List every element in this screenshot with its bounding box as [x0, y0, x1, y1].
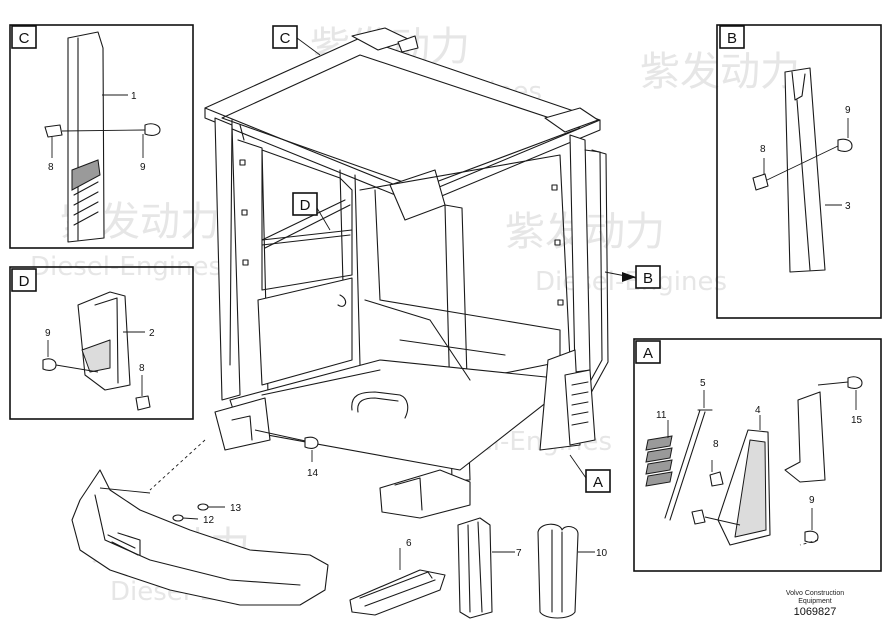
callout-c-box — [272, 25, 298, 49]
main-leaders — [254, 37, 637, 570]
part-number-9-b: 9 — [845, 105, 851, 116]
part-number-9-a: 9 — [809, 495, 815, 506]
part-number-10: 10 — [596, 548, 608, 559]
part-number-8-d: 8 — [139, 363, 145, 374]
part-number-13: 13 — [230, 503, 242, 514]
company-line-2: Equipment — [798, 598, 832, 605]
callout-a: A — [593, 474, 603, 491]
panel-letters: C B D A — [11, 25, 745, 364]
callout-b-arrow — [622, 272, 636, 282]
panel-a — [633, 338, 882, 572]
panel-c-letter-box — [11, 25, 37, 49]
part-number-7: 7 — [516, 548, 522, 559]
watermark-en: Diesel-Engines — [535, 267, 727, 297]
part-number-6: 6 — [406, 538, 412, 549]
part-number-8-a: 8 — [713, 439, 719, 450]
view-callouts: C D B A — [272, 25, 661, 493]
panel-c-letter: C — [19, 30, 30, 47]
part-number-11: 11 — [656, 410, 667, 421]
part-number-14: 14 — [307, 468, 319, 479]
seal-profiles — [349, 517, 579, 619]
part-number-3: 3 — [845, 201, 851, 212]
panel-a-letter-box — [635, 340, 661, 364]
panel-d-letter: D — [19, 273, 30, 290]
part-number-15: 15 — [851, 415, 863, 426]
part-number-8-b: 8 — [760, 144, 766, 155]
panel-b — [716, 24, 882, 319]
callout-d-box — [292, 192, 318, 216]
watermark-cn: 紫发动力 — [640, 49, 800, 95]
part-number-5: 5 — [700, 378, 706, 389]
part-number-8-c: 8 — [48, 162, 54, 173]
callout-d: D — [300, 197, 311, 214]
panel-a-letter: A — [643, 345, 653, 362]
drawing-footer: Volvo Construction Equipment 1069827 — [770, 590, 860, 619]
panel-d — [9, 266, 194, 420]
panel-c — [9, 24, 194, 249]
part-number-labels: 1 8 9 9 8 3 9 2 8 14 13 12 6 7 10 5 4 11… — [45, 91, 863, 559]
drawing-number: 1069827 — [793, 606, 837, 618]
part-number-4: 4 — [755, 405, 761, 416]
callout-c: C — [280, 30, 291, 47]
part-number-2: 2 — [149, 328, 155, 339]
part-number-9-c: 9 — [140, 162, 146, 173]
panel-b-letter-box — [719, 25, 745, 49]
part-number-1: 1 — [131, 91, 137, 102]
company-line-1: Volvo Construction — [785, 590, 845, 597]
callout-b: B — [643, 270, 653, 287]
callout-a-box — [585, 469, 611, 493]
part-number-9-d: 9 — [45, 328, 51, 339]
panel-d-letter-box — [11, 268, 37, 292]
panel-b-letter: B — [727, 30, 737, 47]
front-cover — [71, 439, 329, 606]
part-number-12: 12 — [203, 515, 215, 526]
